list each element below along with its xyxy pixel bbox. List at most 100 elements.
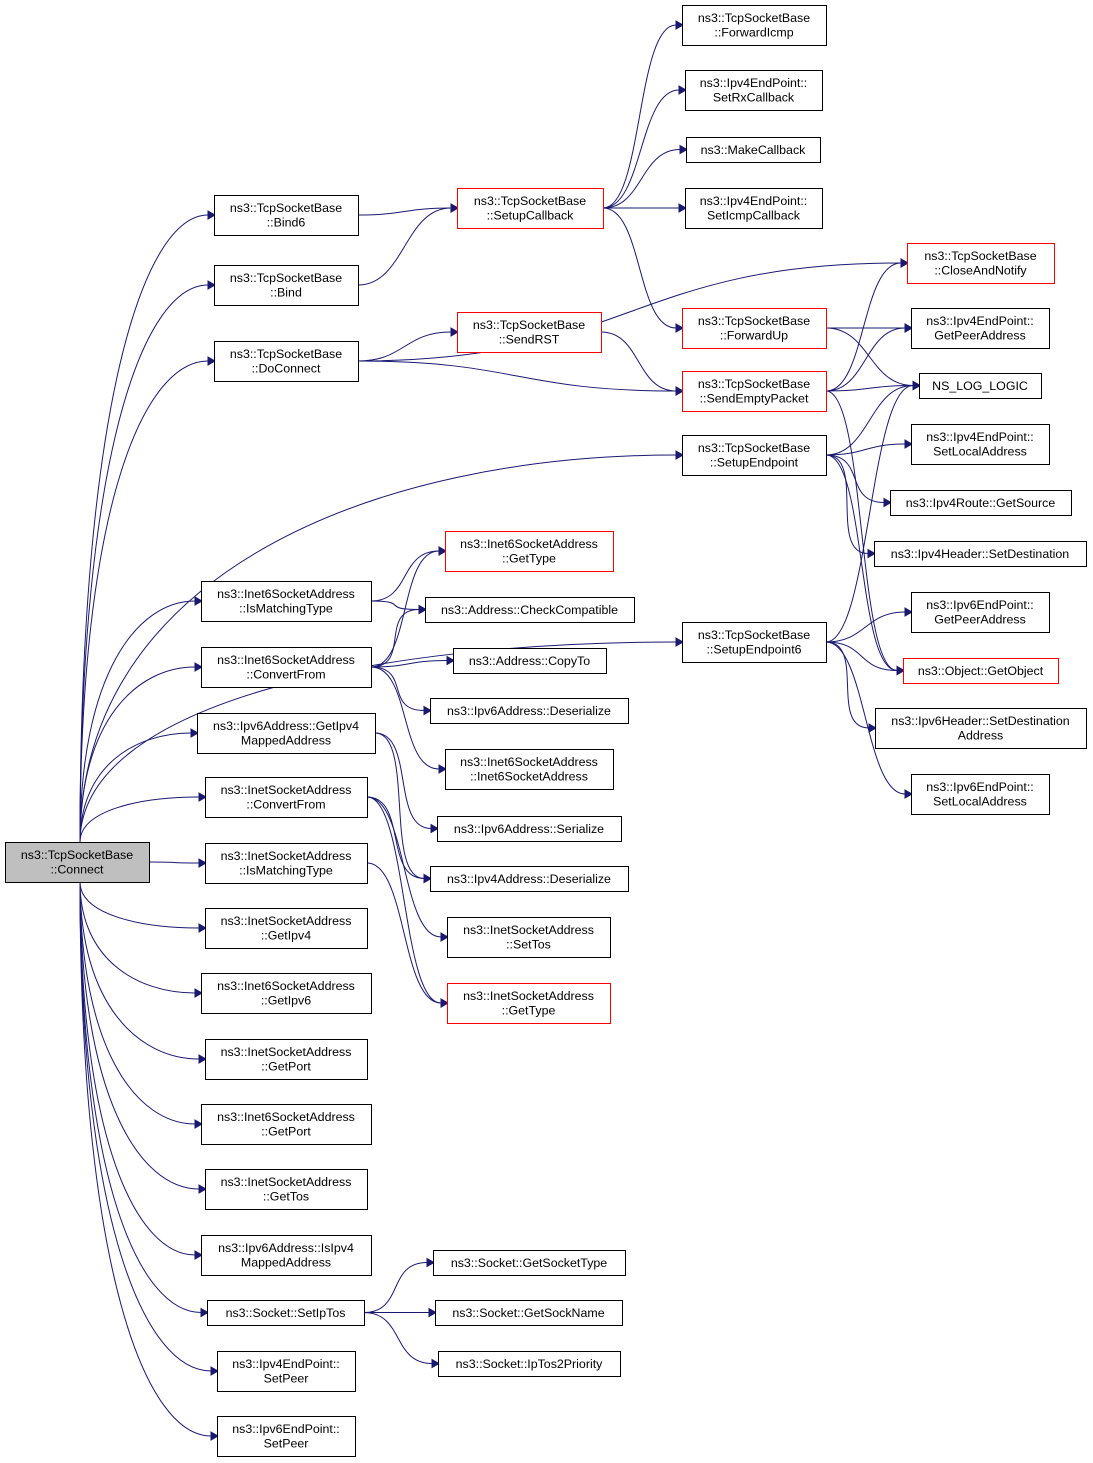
node-ipv4getpeer[interactable]: ns3::Ipv4EndPoint::GetPeerAddress xyxy=(911,308,1050,349)
node-box xyxy=(907,243,1055,284)
edge-setupep-nslog xyxy=(825,385,914,456)
node-ipv4deser[interactable]: ns3::Ipv4Address::Deserialize xyxy=(430,866,629,892)
node-seticmpcb[interactable]: ns3::Ipv4EndPoint::SetIcmpCallback xyxy=(685,188,823,229)
edge-sendempty-getobject xyxy=(825,390,898,671)
node-label: ::Bind xyxy=(270,286,302,300)
edge-arrowhead xyxy=(450,203,460,213)
node-root[interactable]: ns3::TcpSocketBase::Connect xyxy=(5,842,150,883)
node-ipv6getpeer[interactable]: ns3::Ipv6EndPoint::GetPeerAddress xyxy=(911,592,1050,633)
node-ipv6setpeer[interactable]: ns3::Ipv6EndPoint::SetPeer xyxy=(217,1416,356,1457)
node-box xyxy=(205,908,368,949)
node-i6gettype[interactable]: ns3::Inet6SocketAddress::GetType xyxy=(445,531,614,572)
node-label: ::GetType xyxy=(502,552,556,566)
node-getsockname[interactable]: ns3::Socket::GetSockName xyxy=(435,1300,623,1326)
node-label: ::SendEmptyPacket xyxy=(700,392,809,406)
node-doconnect[interactable]: ns3::TcpSocketBase::DoConnect xyxy=(214,341,359,382)
node-forwardicmp[interactable]: ns3::TcpSocketBase::ForwardIcmp xyxy=(682,5,827,46)
edge-bind-setupcallback xyxy=(357,207,452,286)
edge-arrowhead xyxy=(675,637,685,647)
edge-arrowhead xyxy=(678,85,688,95)
node-getsockettype[interactable]: ns3::Socket::GetSocketType xyxy=(433,1250,626,1276)
node-i6getport[interactable]: ns3::Inet6SocketAddress::GetPort xyxy=(201,1104,372,1145)
node-checkcompat[interactable]: ns3::Address::CheckCompatible xyxy=(425,597,635,623)
node-label: ns3::TcpSocketBase xyxy=(698,628,810,642)
edge-arrowhead xyxy=(426,1257,436,1268)
node-label: ns3::TcpSocketBase xyxy=(924,249,1036,263)
node-ipv6deser[interactable]: ns3::Ipv6Address::Deserialize xyxy=(430,698,629,724)
node-sendempty[interactable]: ns3::TcpSocketBase::SendEmptyPacket xyxy=(682,371,827,412)
edge-sendempty-nslog xyxy=(825,385,914,392)
edge-sendempty-ipv4getpeer xyxy=(825,327,906,392)
edge-arrowhead xyxy=(438,764,448,774)
node-i6match[interactable]: ns3::Inet6SocketAddress::IsMatchingType xyxy=(201,581,372,622)
node-nslog[interactable]: NS_LOG_LOGIC xyxy=(919,373,1042,399)
edge-i6conv-ipv6deser xyxy=(370,666,425,711)
node-setupcallback[interactable]: ns3::TcpSocketBase::SetupCallback xyxy=(457,188,604,229)
node-ipv4hdrsetdst[interactable]: ns3::Ipv4Header::SetDestination xyxy=(874,541,1087,567)
node-label: ns3::Inet6SocketAddress xyxy=(217,1110,355,1124)
node-igetport[interactable]: ns3::InetSocketAddress::GetPort xyxy=(205,1039,368,1080)
node-bind6[interactable]: ns3::TcpSocketBase::Bind6 xyxy=(214,195,359,236)
edge-i6match-checkcompat xyxy=(370,600,420,610)
edge-arrowhead xyxy=(904,607,914,617)
node-igetipv4[interactable]: ns3::InetSocketAddress::GetIpv4 xyxy=(205,908,368,949)
node-box xyxy=(214,341,359,382)
node-label: ns3::Address::CopyTo xyxy=(469,654,590,668)
node-igettos[interactable]: ns3::InetSocketAddress::GetTos xyxy=(205,1169,368,1210)
node-label: ns3::Ipv6Address::Deserialize xyxy=(447,704,611,718)
node-makecb[interactable]: ns3::MakeCallback xyxy=(686,137,821,163)
edge-setupep6-ipv6setlocal xyxy=(825,641,906,795)
node-setrxcb[interactable]: ns3::Ipv4EndPoint::SetRxCallback xyxy=(685,70,823,111)
edge-setupep6-getobject xyxy=(825,641,898,671)
node-box xyxy=(447,983,611,1024)
node-getobject[interactable]: ns3::Object::GetObject xyxy=(903,658,1059,684)
edge-bind6-setupcallback xyxy=(357,207,452,216)
edge-root-imatch xyxy=(148,861,200,864)
node-forwardup[interactable]: ns3::TcpSocketBase::ForwardUp xyxy=(682,308,827,349)
node-box xyxy=(453,648,607,674)
node-sendrst[interactable]: ns3::TcpSocketBase::SendRST xyxy=(457,312,602,353)
node-isettos[interactable]: ns3::InetSocketAddress::SetTos xyxy=(447,917,611,958)
edge-arrowhead xyxy=(198,1054,208,1064)
node-imatch[interactable]: ns3::InetSocketAddress::IsMatchingType xyxy=(205,843,368,884)
node-box xyxy=(207,1300,365,1326)
node-igettype[interactable]: ns3::InetSocketAddress::GetType xyxy=(447,983,611,1024)
node-setiptos[interactable]: ns3::Socket::SetIpTos xyxy=(207,1300,365,1326)
edge-setupcallback-setrxcb xyxy=(602,89,680,209)
edge-root-ipv6setpeer xyxy=(79,881,212,1437)
node-bind[interactable]: ns3::TcpSocketBase::Bind xyxy=(214,265,359,306)
node-iptos2prio[interactable]: ns3::Socket::IpTos2Priority xyxy=(438,1351,621,1377)
node-label: ns3::InetSocketAddress xyxy=(221,783,352,797)
node-box xyxy=(433,1250,626,1276)
node-label: ::IsMatchingType xyxy=(239,864,333,878)
node-box xyxy=(214,265,359,306)
node-closenotify[interactable]: ns3::TcpSocketBase::CloseAndNotify xyxy=(907,243,1055,284)
edge-arrowhead xyxy=(198,792,208,802)
node-ipv6ser[interactable]: ns3::Ipv6Address::Serialize xyxy=(437,816,622,842)
node-copyto[interactable]: ns3::Address::CopyTo xyxy=(453,648,607,674)
edge-imatch-igettype xyxy=(366,862,442,1004)
node-label: ns3::Ipv6Header::SetDestination xyxy=(891,714,1070,728)
node-ipv4setpeer[interactable]: ns3::Ipv4EndPoint::SetPeer xyxy=(217,1351,356,1392)
node-i6ctor[interactable]: ns3::Inet6SocketAddress::Inet6SocketAddr… xyxy=(445,749,614,790)
edge-setupep6-ipv6getpeer xyxy=(825,611,906,643)
edge-arrowhead xyxy=(194,596,204,606)
node-setupep6[interactable]: ns3::TcpSocketBase::SetupEndpoint6 xyxy=(682,622,827,663)
node-label: ::GetPort xyxy=(261,1125,311,1139)
node-label: ns3::Inet6SocketAddress xyxy=(217,979,355,993)
node-ipv4setlocal[interactable]: ns3::Ipv4EndPoint::SetLocalAddress xyxy=(911,424,1050,465)
node-i6conv[interactable]: ns3::Inet6SocketAddress::ConvertFrom xyxy=(201,647,372,688)
node-setupep[interactable]: ns3::TcpSocketBase::SetupEndpoint xyxy=(682,435,827,476)
node-iconv[interactable]: ns3::InetSocketAddress::ConvertFrom xyxy=(205,777,368,818)
node-box xyxy=(685,70,823,111)
node-label: ::ForwardIcmp xyxy=(714,26,793,40)
node-i6getipv6[interactable]: ns3::Inet6SocketAddress::GetIpv6 xyxy=(201,973,372,1014)
node-label: ns3::InetSocketAddress xyxy=(221,1045,352,1059)
edge-root-getipv4mapped xyxy=(79,732,192,843)
node-routegetsrc[interactable]: ns3::Ipv4Route::GetSource xyxy=(890,490,1072,516)
node-box xyxy=(447,917,611,958)
node-ipv6setlocal[interactable]: ns3::Ipv6EndPoint::SetLocalAddress xyxy=(911,774,1050,815)
